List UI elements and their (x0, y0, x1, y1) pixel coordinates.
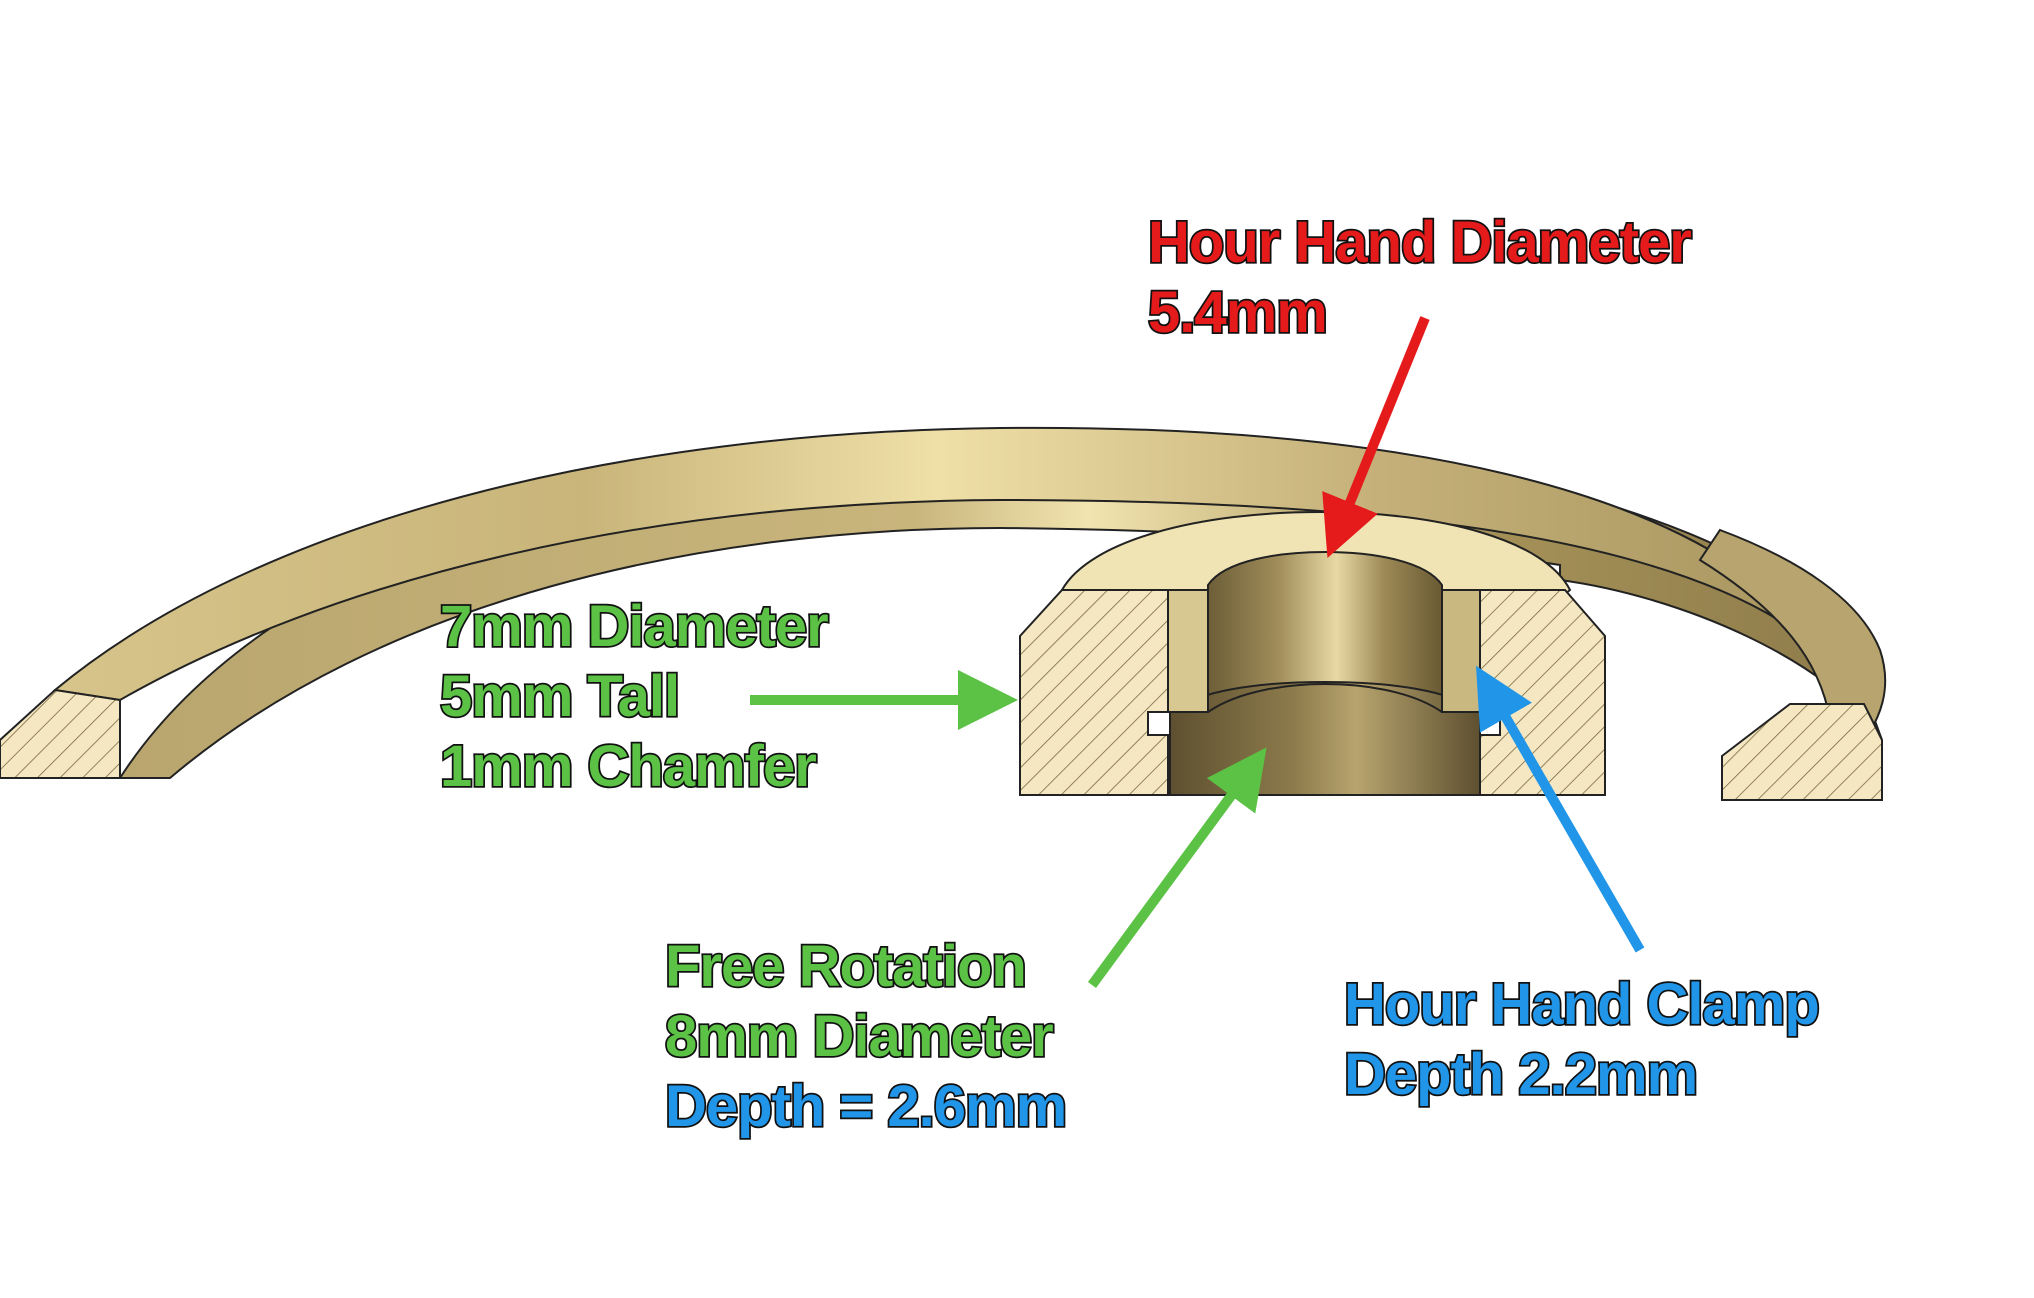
boss-right-bore-wall (1441, 589, 1481, 713)
boss-bore-step (1207, 682, 1443, 713)
hour-hand-diameter-title: Hour Hand Diameter (1146, 208, 1693, 277)
boss-chamfer-text: 1mm Chamfer (438, 732, 818, 801)
free-rotation-depth: Depth = 2.6mm (663, 1072, 1069, 1141)
hour-hand-diameter-value: 5.4mm (1146, 278, 1329, 347)
boss-label: 7mm Diameter 5mm Tall 1mm Chamfer (438, 592, 830, 802)
boss-left-section (1019, 589, 1169, 796)
outer-ring-left-section (0, 688, 121, 779)
free-rotation-arrow (1087, 747, 1267, 988)
clamp-arrow (1476, 665, 1645, 953)
boss-right-section (1479, 589, 1606, 796)
boss-height-text: 5mm Tall (438, 662, 682, 731)
hour-hand-diameter-label: Hour Hand Diameter 5.4mm (1146, 208, 1693, 348)
free-rotation-title: Free Rotation (663, 932, 1028, 1001)
boss-left-bore-wall (1167, 589, 1209, 713)
boss-bore-lower (1169, 680, 1481, 796)
hour-hand-diameter-arrow (1322, 316, 1430, 558)
outer-ring (0, 426, 1887, 801)
outer-ring-right-section (1721, 703, 1883, 801)
free-rotation-label: Free Rotation 8mm Diameter Depth = 2.6mm (663, 932, 1069, 1142)
clamp-label: Hour Hand Clamp Depth 2.2mm (1342, 970, 1821, 1110)
clamp-title: Hour Hand Clamp (1342, 970, 1821, 1039)
callout-arrows (750, 316, 1645, 988)
free-rotation-diameter: 8mm Diameter (663, 1002, 1055, 1071)
center-boss (1019, 510, 1606, 796)
boss-diameter-text: 7mm Diameter (438, 592, 830, 661)
clamp-depth: Depth 2.2mm (1342, 1040, 1700, 1109)
